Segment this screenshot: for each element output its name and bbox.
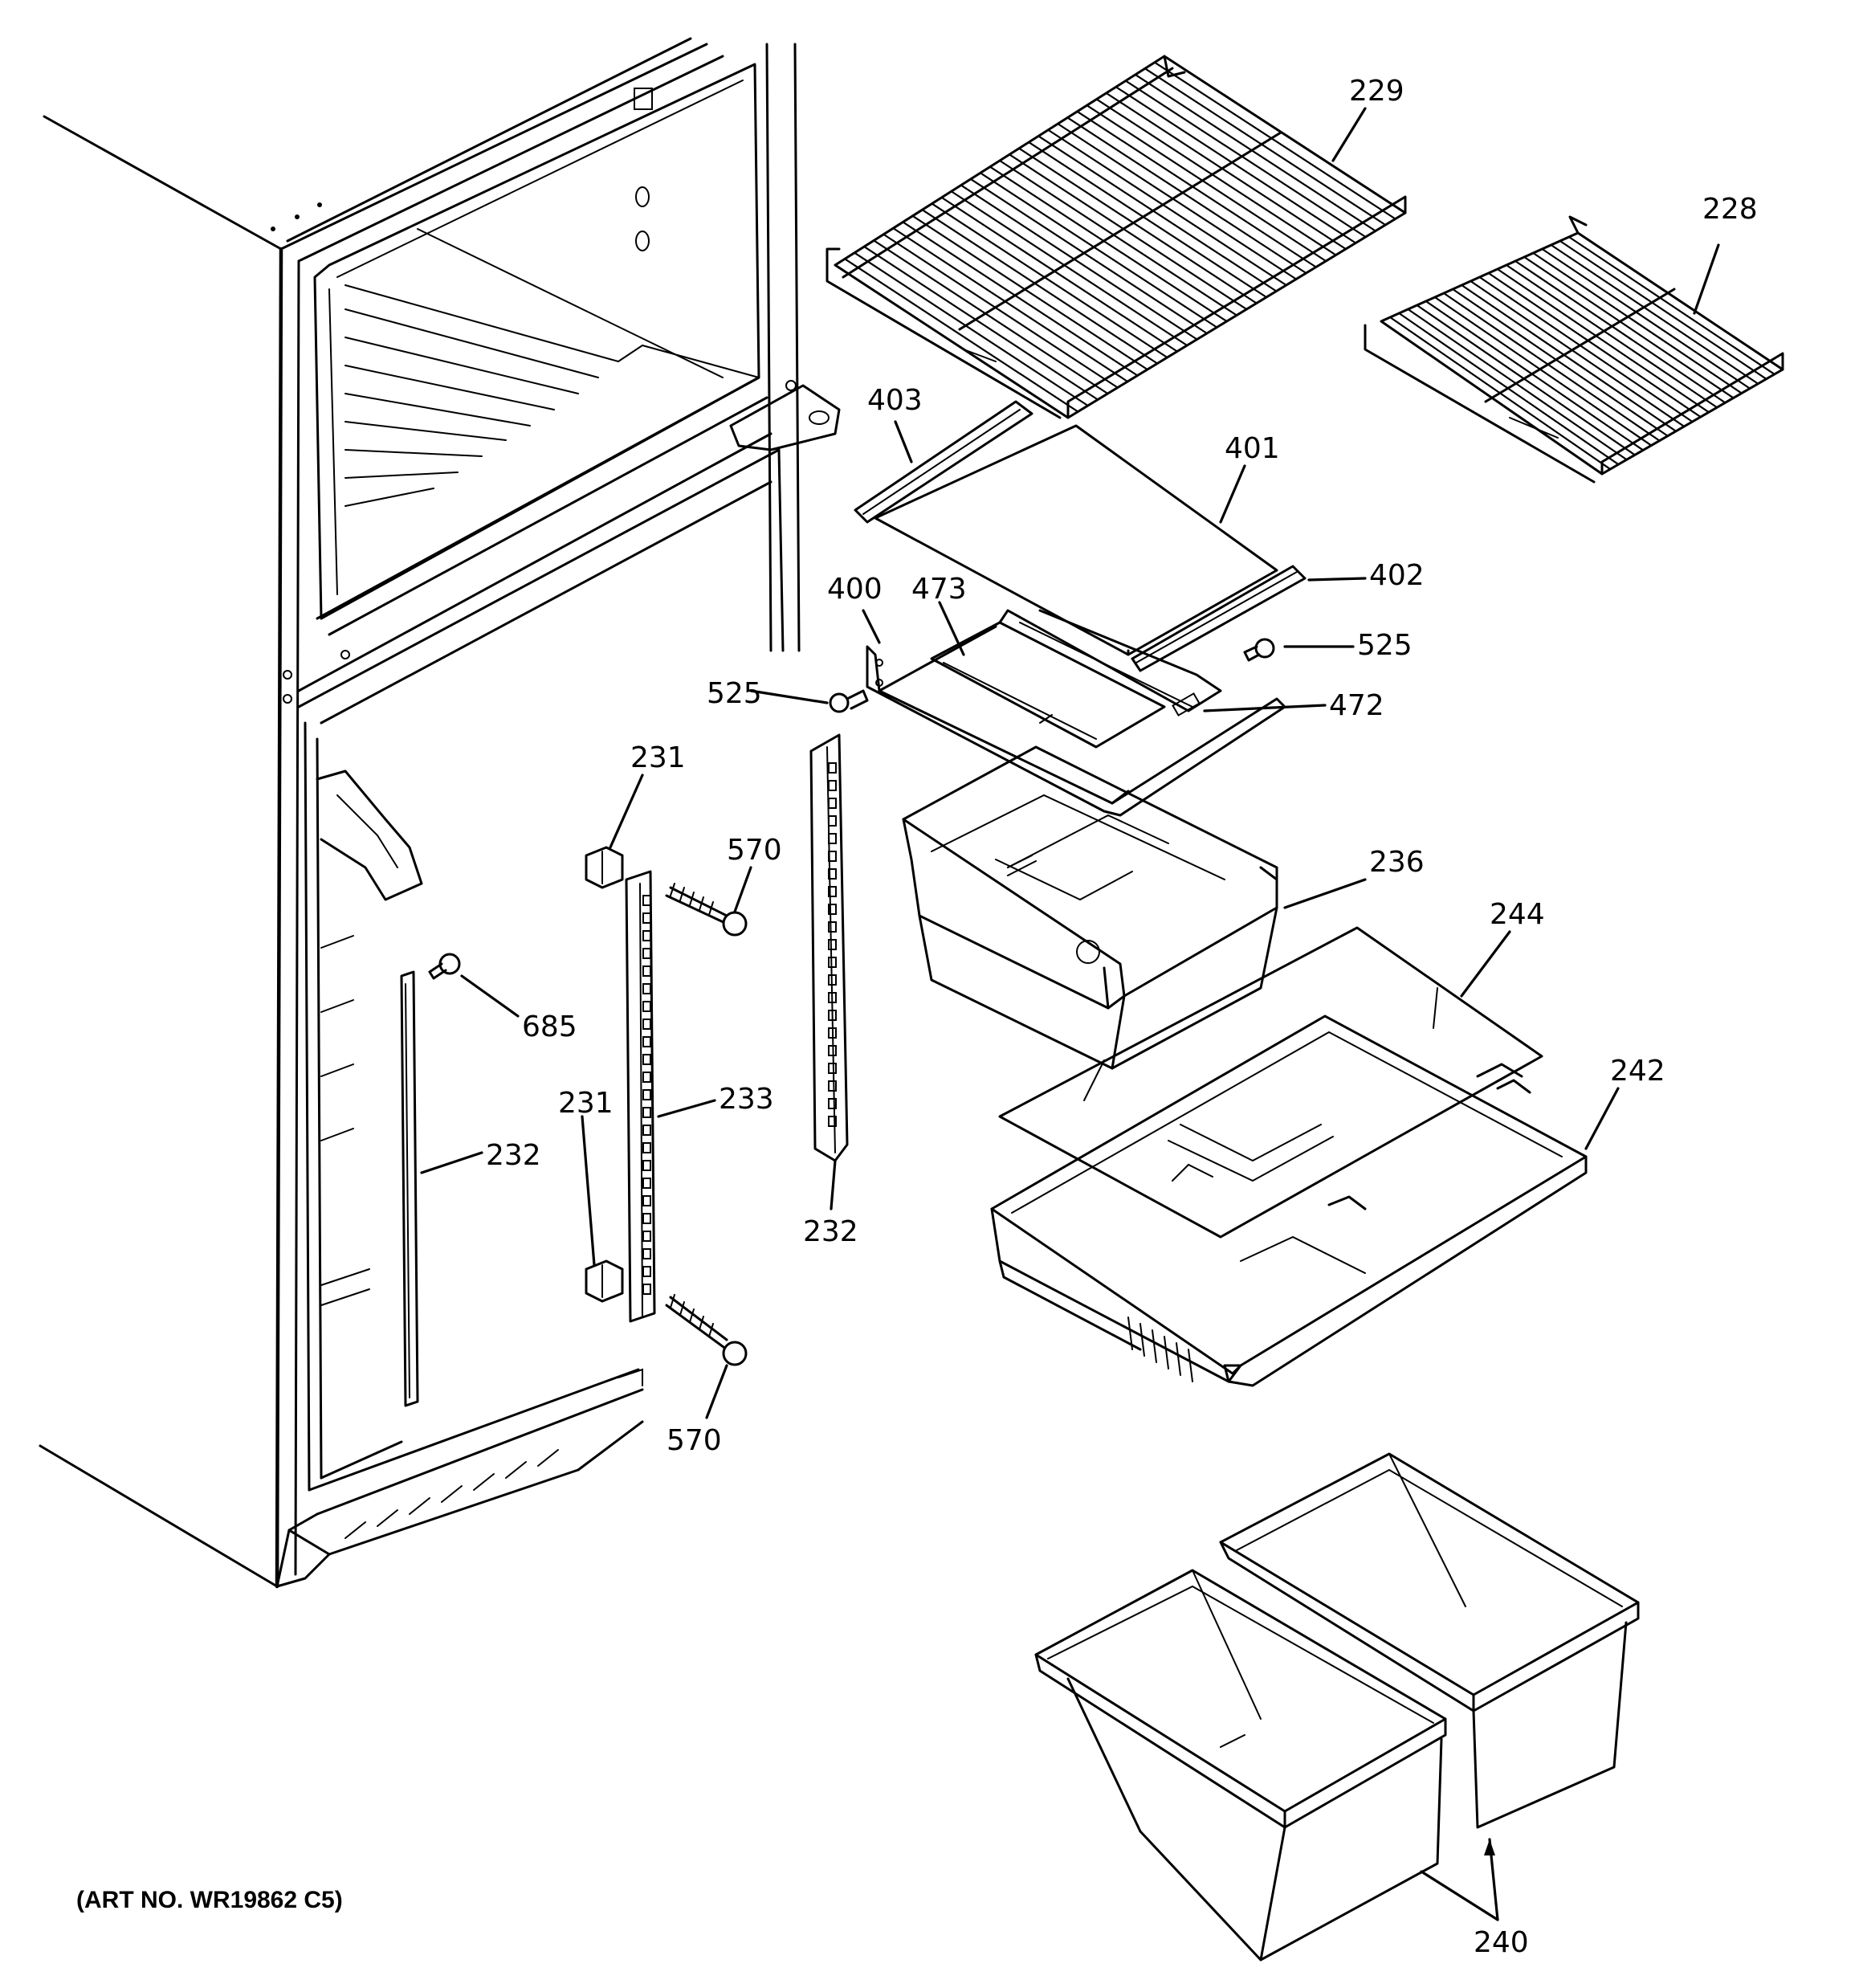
callout-labels: 229 228 403 401 402 400 473 525 525 472 … (486, 75, 1758, 1959)
refrigerator-cabinet (39, 37, 841, 1589)
screw-525-right (1243, 638, 1275, 662)
callout-244: 244 (1490, 898, 1545, 931)
shelf-trim-402 (1131, 565, 1307, 672)
meat-drawer-236 (902, 745, 1278, 1070)
callout-402: 402 (1369, 559, 1425, 592)
callout-525-left: 525 (707, 677, 762, 710)
wire-shelf-228 (1364, 215, 1784, 484)
bracket-231-bottom (585, 1259, 624, 1303)
callout-400: 400 (827, 573, 883, 606)
callout-231-top: 231 (630, 741, 686, 774)
screw-525-left (829, 689, 869, 713)
callout-228: 228 (1702, 193, 1758, 226)
crisper-frame-242 (990, 1014, 1588, 1387)
shelf-trim-403 (854, 400, 1033, 524)
callout-685: 685 (522, 1010, 577, 1043)
callout-403: 403 (867, 384, 923, 417)
callout-570-bottom: 570 (667, 1424, 722, 1457)
shelf-ladder-232-left (400, 970, 419, 1407)
callout-232-right: 232 (803, 1215, 858, 1248)
shelf-rail-472 (998, 609, 1222, 716)
callout-232-left: 232 (486, 1139, 541, 1172)
callout-236: 236 (1369, 846, 1425, 879)
screw-685 (428, 953, 461, 980)
screw-570-bottom (665, 1294, 748, 1366)
glass-shelf-401 (874, 424, 1278, 656)
bracket-231-top (585, 846, 624, 889)
shelf-ladder-232-right (809, 733, 849, 1162)
callout-472: 472 (1329, 689, 1384, 722)
callout-242: 242 (1610, 1055, 1665, 1088)
wire-shelf-229 (826, 55, 1407, 419)
screw-570-top (665, 883, 748, 937)
callout-240: 240 (1474, 1926, 1529, 1959)
leader-lines (420, 107, 1720, 1921)
callout-570-top: 570 (727, 834, 782, 867)
callout-233: 233 (719, 1083, 774, 1116)
callout-473: 473 (911, 573, 967, 606)
callout-231-bottom: 231 (558, 1087, 614, 1120)
callout-229: 229 (1349, 75, 1404, 108)
crisper-drawer-240-back (1219, 1452, 1640, 1829)
callout-401: 401 (1225, 432, 1280, 465)
shelf-ladder-233 (625, 870, 656, 1323)
crisper-drawer-240-front (1034, 1569, 1447, 1961)
shelf-rail-473 (930, 621, 1166, 749)
art-number: (ART NO. WR19862 C5) (76, 1887, 343, 1913)
crisper-cover-glass-244 (998, 926, 1543, 1239)
shelf-frame-400 (866, 625, 1286, 817)
callout-525-right: 525 (1357, 629, 1413, 662)
